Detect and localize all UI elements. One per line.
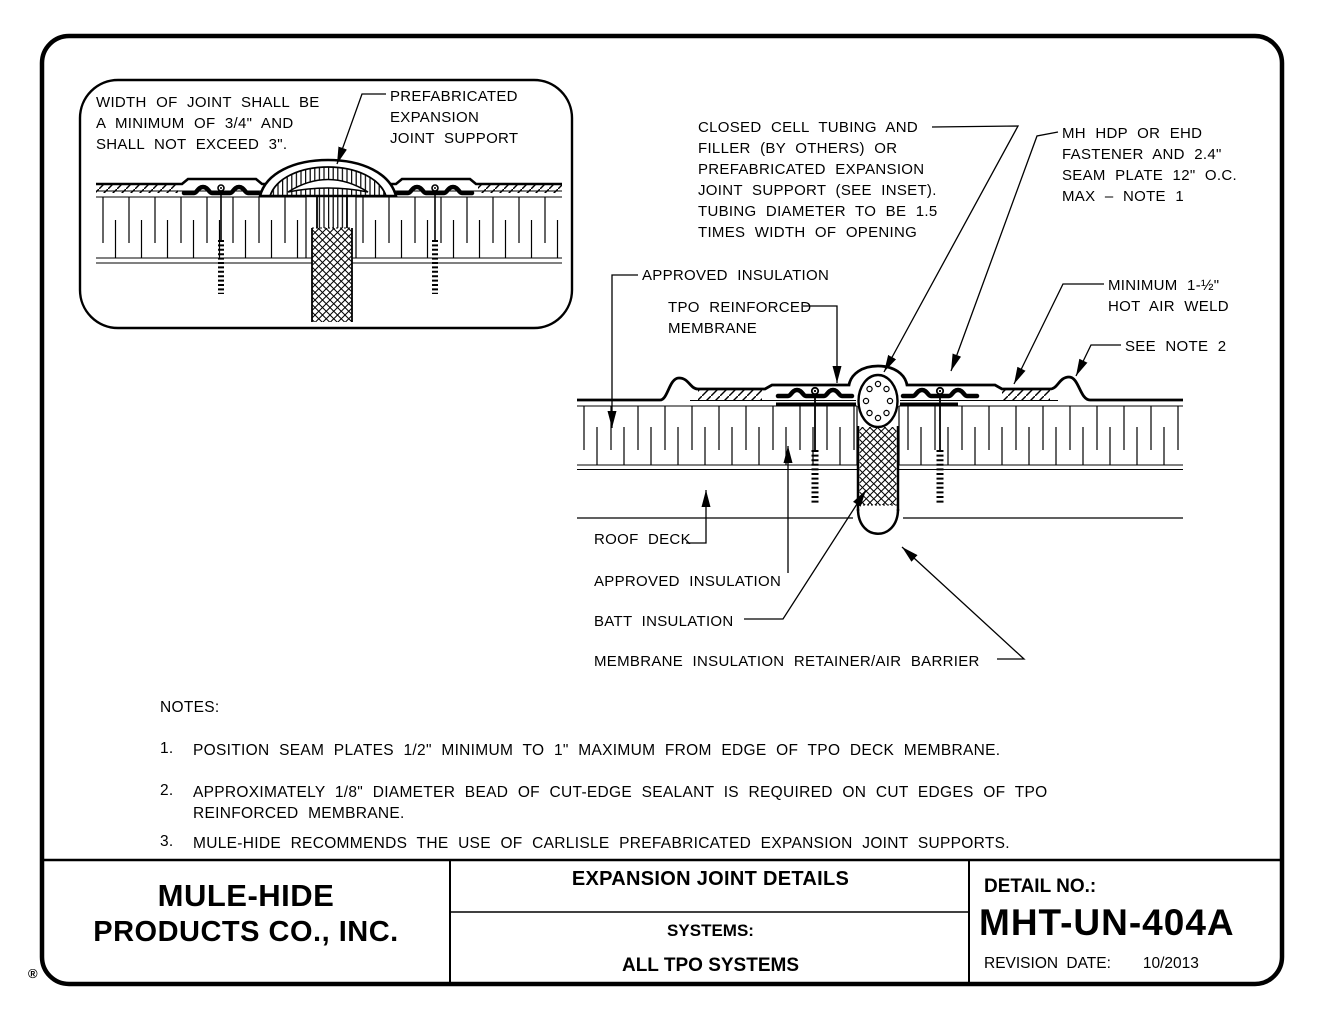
batt-insulation-column (859, 427, 897, 505)
detail-number-label: DETAIL NO.: (984, 876, 1097, 897)
retainer-leader (901, 546, 1026, 660)
approved-insulation-bottom-label: APPROVED INSULATION (594, 573, 782, 590)
inset-width-note: WIDTH OF JOINT SHALL BE A MINIMUM OF 3/4… (96, 94, 320, 153)
inset-dome-lens (287, 178, 369, 193)
revision-date-row: REVISION DATE: 10/2013 (984, 955, 1199, 973)
tpo-membrane-profile (577, 364, 1183, 402)
see-note-2-label: SEE NOTE 2 (1125, 338, 1227, 355)
hot-air-weld-label: MINIMUM 1-½" HOT AIR WELD (1108, 277, 1229, 315)
inset-support-leader (336, 93, 386, 165)
note-text: APPROXIMATELY 1/8" DIAMETER BEAD OF CUT-… (193, 784, 1048, 822)
revision-date-label: REVISION DATE: (984, 955, 1111, 972)
company-name-line2: PRODUCTS CO., INC. (93, 916, 399, 948)
inset-flashing-hatch-left (96, 185, 178, 193)
retainer-label: MEMBRANE INSULATION RETAINER/AIR BARRIER (594, 653, 980, 670)
main-detail-drawing (577, 125, 1183, 660)
flashing-hatch-right (1002, 390, 1050, 400)
systems-label: SYSTEMS: (667, 921, 754, 940)
approved-insulation-top-label: APPROVED INSULATION (642, 267, 830, 284)
inset-flashing-hatch-right (478, 185, 562, 193)
closed-cell-leader (883, 125, 1020, 373)
fastener-label: MH HDP OR EHD FASTENER AND 2.4" SEAM PLA… (1062, 125, 1237, 205)
see-note-2-leader (1075, 344, 1121, 377)
batt-insulation-label: BATT INSULATION (594, 613, 734, 630)
tpo-membrane-label: TPO REINFORCED MEMBRANE (668, 299, 812, 337)
closed-cell-label: CLOSED CELL TUBING AND FILLER (BY OTHERS… (698, 119, 938, 241)
sheet-border (39, 33, 1285, 987)
leader-lines (607, 125, 1121, 660)
flashing-hatch-left (698, 390, 762, 400)
note-number: 2. (160, 782, 174, 799)
approved-insulation-band (577, 406, 857, 465)
approved-insulation-top-leader (607, 274, 638, 428)
systems-value: ALL TPO SYSTEMS (621, 955, 799, 976)
detail-number-value: MHT-UN-404A (979, 902, 1235, 943)
registered-trademark-icon: ® (28, 966, 38, 981)
title-block-lines (42, 858, 1282, 983)
tpo-membrane-leader (803, 305, 842, 383)
batt-insulation-leader (744, 489, 867, 620)
inset-drawing (78, 78, 574, 330)
note-text: POSITION SEAM PLATES 1/2" MINIMUM TO 1" … (193, 742, 1001, 759)
hot-air-weld-leader (1013, 283, 1104, 385)
fastener-leader (950, 131, 1059, 372)
sheet-title: EXPANSION JOINT DETAILS (571, 868, 850, 890)
note-text: MULE-HIDE RECOMMENDS THE USE OF CARLISLE… (193, 835, 1010, 852)
inset-membrane (96, 177, 266, 186)
note-number: 3. (160, 833, 174, 850)
inset-insulation (96, 197, 306, 258)
revision-date-value: 10/2013 (1142, 955, 1199, 972)
roof-deck-leader (686, 490, 711, 544)
inset-support-label: PREFABRICATED EXPANSION JOINT SUPPORT (390, 88, 519, 147)
roof-deck-label: ROOF DECK (594, 531, 691, 548)
notes-heading: NOTES: (160, 699, 220, 716)
company-name-line1: MULE-HIDE (157, 878, 335, 913)
tube-stipple-dots (862, 380, 894, 422)
note-number: 1. (160, 740, 174, 757)
inset-batt-insulation (312, 228, 352, 322)
